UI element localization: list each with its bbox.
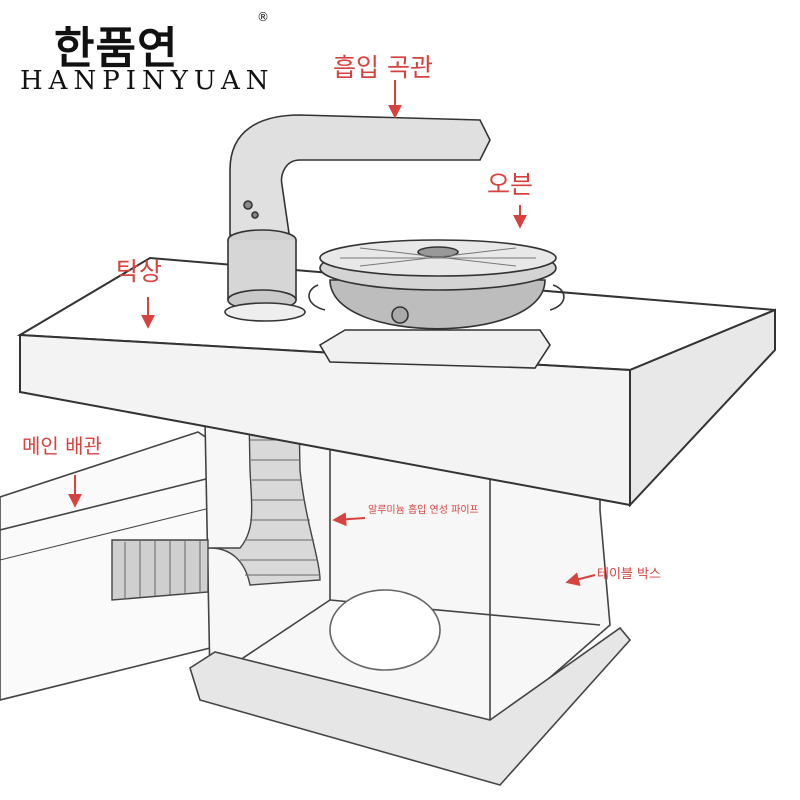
registered-mark: ® — [257, 10, 269, 24]
label-oven: 오븐 — [487, 170, 534, 199]
label-intake-elbow: 흡입 곡관 — [333, 53, 433, 82]
intake-elbow — [224, 114, 491, 322]
brand-logo-korean: 한품연 — [54, 23, 179, 74]
table-box-arrow — [565, 572, 596, 586]
oven — [308, 239, 565, 369]
label-aluminum-pipe: 알루미늄 흡입 연성 파이프 — [368, 505, 479, 516]
callout-arrows — [68, 80, 596, 586]
label-table-box: 테이블 박스 — [597, 567, 661, 582]
brand-logo-english: HANPINYUAN — [20, 66, 275, 96]
table-box — [189, 419, 632, 786]
label-main-pipe: 메인 배관 — [22, 434, 102, 458]
aluminum-pipe-arrow — [332, 512, 366, 527]
label-table-top: 탁상 — [116, 257, 163, 286]
